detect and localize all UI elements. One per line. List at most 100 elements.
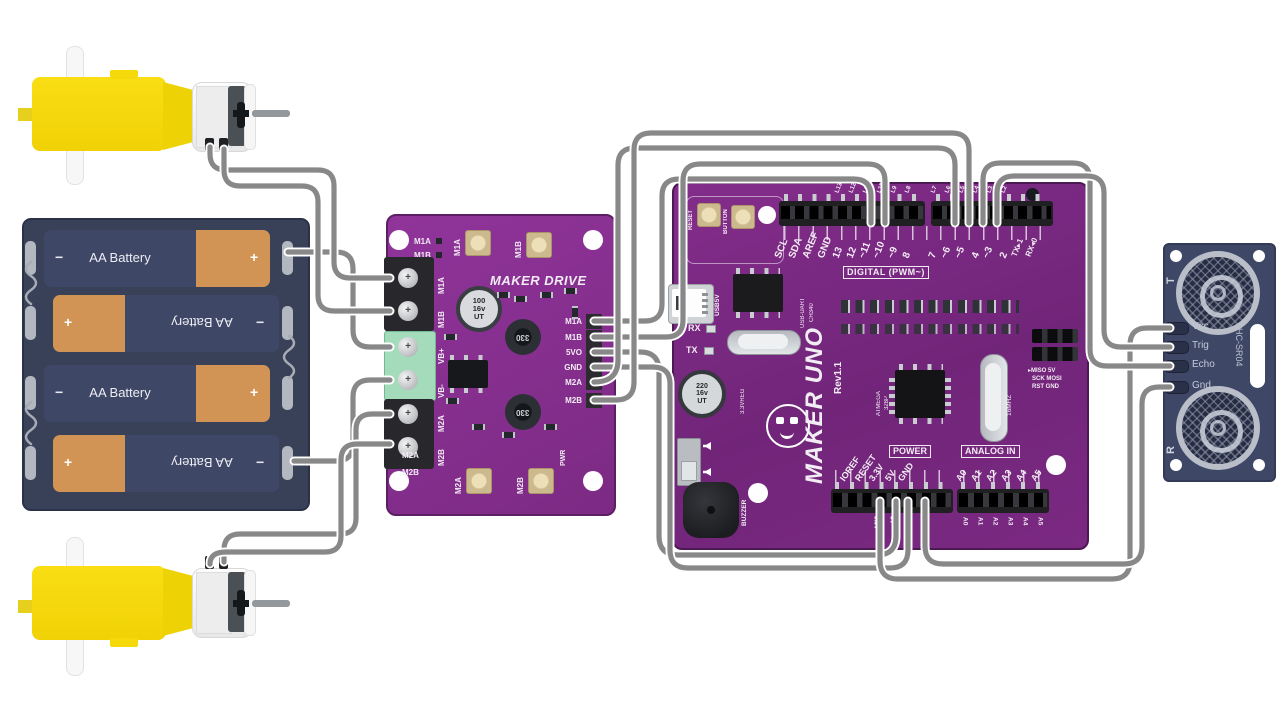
power-header-pins xyxy=(835,482,949,489)
receiver-label: R xyxy=(1165,446,1177,454)
drive-title: MAKER DRIVE xyxy=(490,273,587,288)
tx-led xyxy=(704,347,714,355)
motor-top-terminal-a xyxy=(205,138,214,151)
drive-button-m1a xyxy=(465,230,491,256)
icsp-label: ▸MISO 5V xyxy=(1028,368,1056,374)
terminal-screw: + xyxy=(398,337,418,357)
mcu-legs xyxy=(945,374,951,414)
motor-top-tab xyxy=(110,70,138,79)
uno-user-button xyxy=(731,205,755,229)
terminal-screw: + xyxy=(398,268,418,288)
pin-label-bottom: A1 xyxy=(976,517,984,526)
drive-button-m2b xyxy=(528,468,554,494)
battery-plus-sign: + xyxy=(250,249,259,265)
motor-top-terminal-b xyxy=(219,138,228,151)
hcsr04-pin-vcc xyxy=(1164,322,1189,335)
smd-part xyxy=(446,398,459,404)
crystal-16mhz-face xyxy=(985,363,1001,431)
drive-header-pin xyxy=(586,360,602,375)
rx-label: RX xyxy=(688,323,701,333)
drive-header-label: 5VO xyxy=(565,348,582,357)
pin-label-bottom: 3.3V xyxy=(872,516,880,530)
drive-header-pin xyxy=(586,345,602,360)
battery-contact xyxy=(25,306,36,340)
uno-reset-label: RESET xyxy=(688,209,694,230)
battery-contact xyxy=(282,376,293,410)
battery-minus-sign: − xyxy=(55,384,64,400)
drive-corner-label: M2A xyxy=(402,451,419,460)
drive-button-label: M2B xyxy=(516,477,525,494)
transducer-receiver xyxy=(1176,386,1260,470)
battery-contact xyxy=(282,241,293,275)
pin-label-bottom: A5 xyxy=(1036,517,1044,526)
battery-minus-sign: − xyxy=(256,314,265,330)
terminal-label: M1B xyxy=(437,311,446,328)
ic-legs xyxy=(736,312,780,318)
terminal-label: M1A xyxy=(437,277,446,294)
digital-header-pins xyxy=(936,194,1048,201)
mounting-hole xyxy=(583,230,603,250)
mcu-legs xyxy=(899,418,943,424)
battery-plus-sign: + xyxy=(250,384,259,400)
drive-corner-label: M1A xyxy=(414,237,431,246)
drive-header-pin xyxy=(586,375,602,390)
motor-bottom-gearbox xyxy=(32,566,166,640)
terminal-label: M2B xyxy=(437,449,446,466)
drive-header-label: M1B xyxy=(565,333,582,342)
icsp-header xyxy=(1032,329,1078,343)
slide-switch-knob xyxy=(681,461,697,481)
drive-header-label: M2A xyxy=(565,378,582,387)
capacitor-220uf: 220 16v UT xyxy=(678,370,726,418)
mcu-chip xyxy=(895,370,945,418)
motor-bottom-prop-v xyxy=(237,590,245,616)
maker-logo-eye xyxy=(776,417,784,424)
inductor-value: 330 xyxy=(516,332,530,342)
digital-header-slots xyxy=(781,206,923,219)
analog-title: ANALOG IN xyxy=(961,445,1020,458)
battery-contact xyxy=(25,241,36,275)
battery-contact xyxy=(282,306,293,340)
drive-button-m1b xyxy=(526,232,552,258)
drive-button-label: M2A xyxy=(454,477,463,494)
driver-ic xyxy=(448,360,488,388)
motor-top-can-end xyxy=(244,84,256,150)
usb-chip-label: CH340 xyxy=(809,303,815,322)
pin-label-bottom: 5V xyxy=(888,516,896,524)
uno-rev: Rev1.1 xyxy=(833,361,844,394)
mounting-hole xyxy=(1170,459,1182,471)
battery-cell-1-cap xyxy=(196,230,270,287)
smd-part xyxy=(444,334,457,340)
battery-contact xyxy=(282,446,293,480)
tx-label: TX xyxy=(686,345,698,355)
cap-line: 220 xyxy=(696,382,708,390)
ic-legs xyxy=(450,355,486,360)
pin-label-bottom: A0 xyxy=(961,517,969,526)
mounting-hole xyxy=(1170,250,1182,262)
hcsr04-pin-trig xyxy=(1164,341,1189,354)
smd-part xyxy=(472,424,485,430)
mcu-label: 328P xyxy=(884,395,890,410)
rx-led xyxy=(706,325,716,333)
mounting-hole xyxy=(389,230,409,250)
hcsr04-slot xyxy=(1250,324,1265,388)
inductor-330: 330 xyxy=(505,319,541,355)
hcsr04-pin-label: Gnd xyxy=(1192,380,1211,391)
ch340-chip xyxy=(733,274,783,312)
digital-header-pins xyxy=(784,194,922,201)
drive-button-label: M1A xyxy=(453,239,462,256)
battery-contact xyxy=(25,376,36,410)
transducer-transmitter xyxy=(1176,251,1260,335)
battery-cell-label: AA Battery xyxy=(89,385,151,400)
transmitter-label: T xyxy=(1165,277,1177,284)
terminal-screw: + xyxy=(398,301,418,321)
battery-minus-sign: − xyxy=(55,249,64,265)
icsp-label: SCK MOSI xyxy=(1032,376,1062,382)
analog-header-pins xyxy=(961,482,1045,489)
hcsr04-model: HC-SR04 xyxy=(1234,328,1244,367)
maker-logo-eye xyxy=(790,417,798,424)
drive-pwr-label: PWR xyxy=(560,449,567,466)
motor-top-axle-stub xyxy=(18,108,34,121)
battery-cell-2-cap xyxy=(53,295,125,352)
smd-part xyxy=(514,296,527,302)
